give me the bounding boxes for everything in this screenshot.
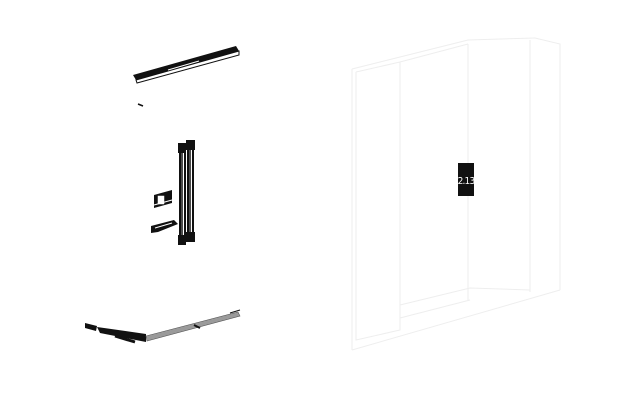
step-label: 2.13 bbox=[458, 176, 475, 187]
step-label-badge: 2.13 bbox=[458, 163, 475, 196]
door-handle-left bbox=[178, 143, 186, 245]
door-stopper-block bbox=[153, 190, 173, 208]
wardrobe-outline bbox=[351, 37, 561, 351]
door-handle-right bbox=[186, 140, 195, 242]
wedge-guide bbox=[151, 220, 178, 233]
small-screw bbox=[137, 103, 144, 107]
top-track-rail bbox=[133, 46, 240, 84]
bottom-track-rail bbox=[85, 309, 241, 344]
